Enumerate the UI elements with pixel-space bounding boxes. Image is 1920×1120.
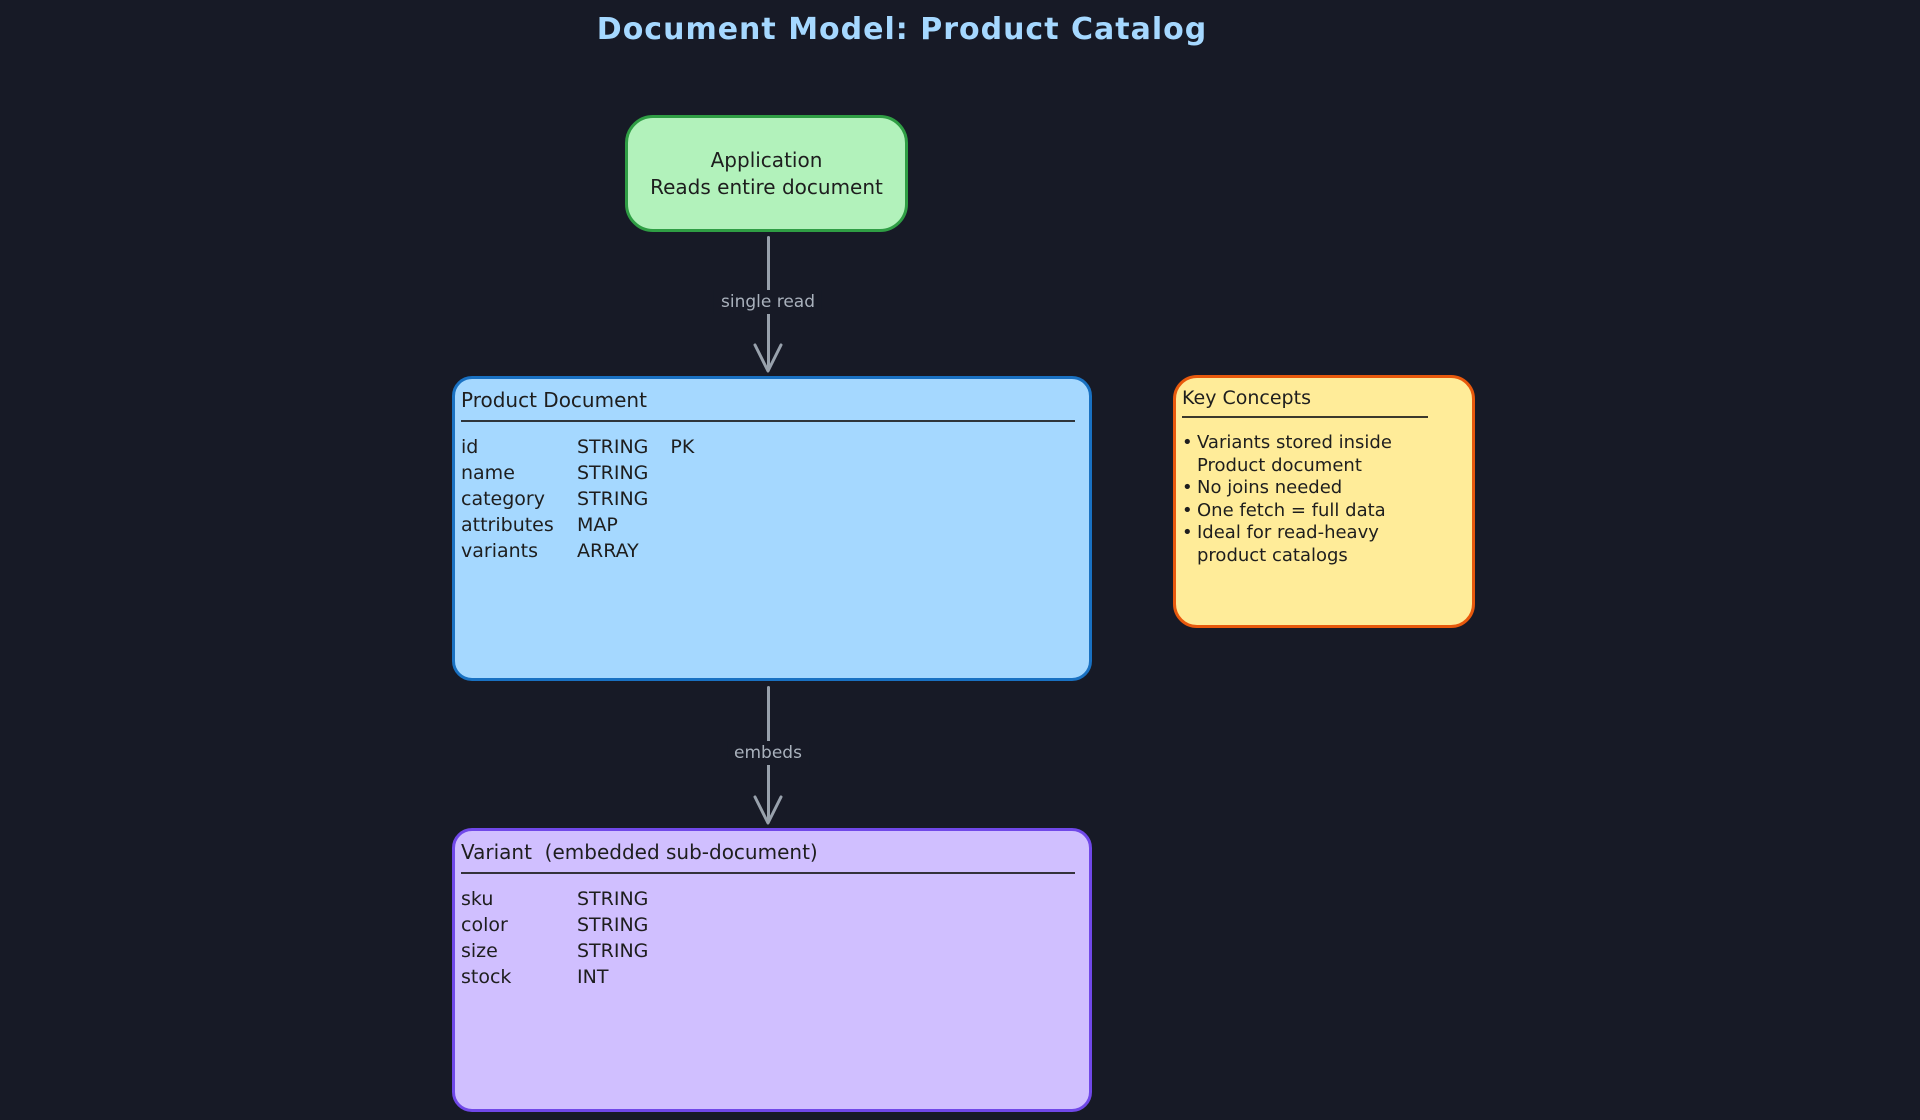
bullet-dot: • (1182, 499, 1193, 521)
field-name: sku (461, 888, 494, 910)
list-item-text: No joins needed (1197, 477, 1343, 498)
field-name: category (461, 488, 545, 510)
list-item-text: product catalogs (1197, 544, 1348, 566)
product-document-fields: id STRING PK name STRING category STRING… (461, 434, 1077, 564)
field-row: variants ARRAY (461, 538, 1077, 564)
edge-embeds: embeds (727, 686, 809, 828)
field-type: STRING (577, 462, 649, 484)
field-type: STRING (577, 940, 649, 962)
field-name: name (461, 462, 515, 484)
bullet-dot (1182, 545, 1197, 568)
key-concepts-divider (1182, 416, 1428, 418)
field-name: attributes (461, 514, 554, 536)
application-line-1: Application (710, 147, 823, 172)
field-name: id (461, 436, 479, 458)
field-type: ARRAY (577, 540, 639, 562)
field-row: sku STRING (461, 886, 1077, 912)
list-item: • One fetch = full data (1182, 500, 1464, 523)
field-row: name STRING (461, 460, 1077, 486)
field-row: attributes MAP (461, 512, 1077, 538)
field-type: INT (577, 966, 609, 988)
field-type: STRING (577, 436, 649, 458)
page-title: Document Model: Product Catalog (596, 12, 1208, 47)
variant-fields: sku STRING color STRING size STRING stoc… (461, 886, 1077, 990)
edge-embeds-label: embeds (727, 741, 809, 765)
list-item: • Variants stored inside (1182, 432, 1464, 455)
field-type: STRING (577, 488, 649, 510)
variant-title: Variant (embedded sub-document) (461, 840, 818, 864)
edge-single-read-label: single read (713, 290, 823, 314)
node-variant: Variant (embedded sub-document) sku STRI… (452, 828, 1092, 1112)
bullet-dot: • (1182, 432, 1193, 453)
field-row: category STRING (461, 486, 1077, 512)
list-item-text: One fetch = full data (1197, 499, 1386, 521)
field-row: id STRING PK (461, 434, 1077, 460)
node-product-document: Product Document id STRING PK name STRIN… (452, 376, 1092, 681)
bullet-dot (1182, 455, 1197, 478)
field-type: STRING (577, 888, 649, 910)
list-item: product catalogs (1182, 545, 1464, 568)
field-row: size STRING (461, 938, 1077, 964)
field-type: MAP (577, 514, 618, 536)
list-item-text: Product document (1197, 454, 1362, 476)
application-line-2: Reads entire document (650, 174, 883, 199)
field-name: color (461, 914, 508, 936)
product-document-title: Product Document (461, 388, 647, 412)
field-row: color STRING (461, 912, 1077, 938)
field-name: stock (461, 966, 512, 988)
key-concepts-title: Key Concepts (1182, 387, 1311, 409)
note-key-concepts: Key Concepts • Variants stored inside Pr… (1173, 375, 1475, 628)
variant-divider (461, 872, 1075, 874)
bullet-dot: • (1182, 522, 1193, 543)
field-name: variants (461, 540, 539, 562)
list-item: • No joins needed (1182, 477, 1464, 500)
arrowhead-down-icon (753, 795, 783, 825)
list-item: • Ideal for read-heavy (1182, 522, 1464, 545)
list-item: Product document (1182, 455, 1464, 478)
list-item-text: Variants stored inside (1197, 432, 1392, 453)
field-key: PK (670, 436, 695, 458)
list-item-text: Ideal for read-heavy (1197, 522, 1379, 543)
field-name: size (461, 940, 498, 962)
node-application: Application Reads entire document (625, 115, 908, 232)
key-concepts-list: • Variants stored inside Product documen… (1182, 432, 1464, 567)
product-document-divider (461, 420, 1075, 422)
field-row: stock INT (461, 964, 1077, 990)
bullet-dot: • (1182, 477, 1193, 498)
arrowhead-down-icon (753, 343, 783, 373)
field-type: STRING (577, 914, 649, 936)
edge-single-read: single read (713, 236, 823, 376)
